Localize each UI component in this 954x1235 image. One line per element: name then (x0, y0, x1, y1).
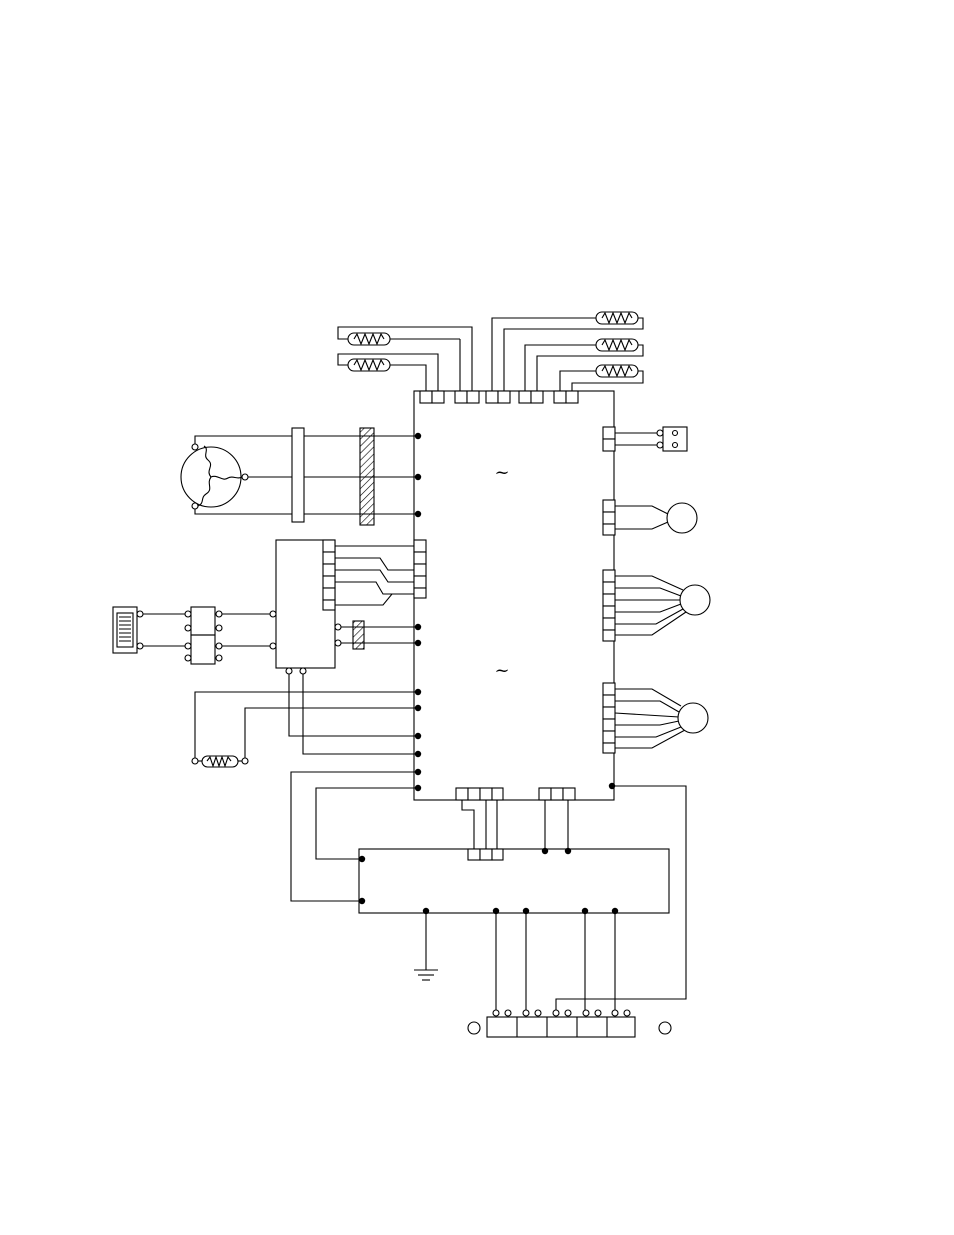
ferrite-core-module (353, 621, 364, 649)
ground-terminal (414, 908, 438, 980)
ac-symbol-upper: ~ (494, 462, 509, 483)
board-bottom-connectors (456, 788, 575, 800)
compressor-terminal-block (292, 428, 304, 522)
reactor-coil (113, 607, 188, 653)
right-switch (603, 427, 687, 451)
valve-motor-lower (603, 683, 708, 753)
fan-motor-small (603, 500, 697, 535)
power-module (270, 540, 426, 754)
main-control-board: ~ ~ (414, 391, 614, 800)
ferrite-core-compressor (360, 428, 374, 525)
ac-symbol-lower: ~ (494, 660, 509, 681)
terminal-block (468, 783, 686, 1037)
reactor-connector (185, 607, 270, 664)
top-connectors (420, 391, 578, 403)
thermistor-right-3 (560, 365, 643, 391)
thermistor-bottom-left (192, 692, 416, 767)
valve-motor-upper (603, 570, 710, 641)
thermistor-left-2 (338, 354, 438, 391)
